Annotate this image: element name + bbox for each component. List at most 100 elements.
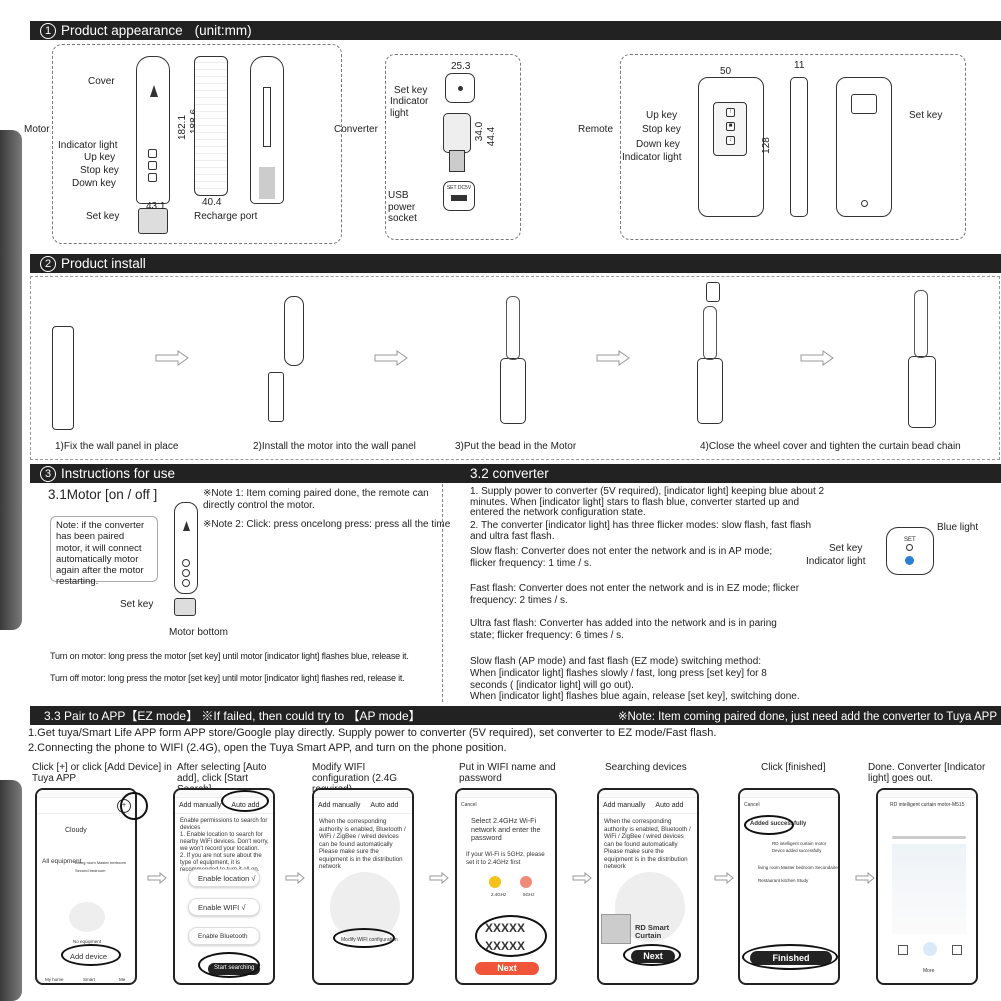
- open-icon[interactable]: [952, 945, 962, 955]
- step-caption-4: Put in WIFI name and password: [459, 762, 556, 784]
- up-key-label: Up key: [84, 152, 116, 163]
- conv-illus-set-key: Set key: [829, 543, 863, 554]
- curtain-slider-track[interactable]: [892, 836, 966, 839]
- motor-bottom-illustration: [174, 598, 196, 616]
- motor-install-illustration-bottom: [268, 372, 284, 422]
- step-caption-6: Click [finished]: [761, 762, 826, 773]
- motor-use-set-key: Set key: [120, 599, 154, 610]
- usb-plug-text: SET DC5V: [446, 185, 472, 191]
- phone-step-7: RD intelligent curtain motor-M515 More: [876, 788, 978, 985]
- wall-panel-illustration: [52, 326, 74, 430]
- conv-indicator-label: Indicator light: [390, 96, 429, 119]
- bead-chain: [506, 296, 520, 360]
- tab-my-home[interactable]: My home: [45, 977, 64, 982]
- conv-illus-indicator: Indicator light: [806, 556, 866, 567]
- enable-bluetooth[interactable]: Enable Bluetooth: [188, 927, 260, 945]
- remote-indicator-label: Indicator light: [622, 152, 682, 163]
- remote-appearance-box: [620, 54, 966, 240]
- auto-add-tab[interactable]: Auto add: [655, 802, 684, 809]
- final-motor-illustration: [908, 356, 936, 428]
- device-name: RD intelligent curtain motor: [772, 841, 827, 846]
- permissions-text: Enable permissions to search for devices…: [180, 818, 269, 873]
- motor-front: [136, 56, 170, 204]
- converter-top-view: [445, 73, 475, 103]
- cancel-link[interactable]: Cancel: [744, 802, 760, 808]
- section-title: Product install: [61, 256, 146, 271]
- cover-label: Cover: [88, 76, 115, 87]
- label-2-4ghz: 2.4GHz: [491, 892, 507, 897]
- converter-led-illustration: SET: [886, 527, 934, 575]
- remote-dim-50: 50: [720, 66, 732, 77]
- section33-header: 3.3 Pair to APP【EZ mode】 ※If failed, the…: [30, 706, 1001, 725]
- step-arrow-3: [429, 872, 449, 884]
- conv-dim-34: 34.0: [474, 121, 486, 142]
- highlight-modify-wifi: [333, 928, 395, 948]
- emoji-bad: [520, 876, 532, 888]
- enable-location[interactable]: Enable location √: [188, 869, 260, 887]
- next-button[interactable]: Next: [475, 962, 539, 975]
- more-link[interactable]: More: [923, 968, 935, 974]
- enable-wifi[interactable]: Enable WIFI √: [188, 898, 260, 916]
- section33-note: ※Note: Item coming paired done, just nee…: [617, 710, 997, 723]
- curtain-visual: [892, 844, 966, 934]
- note-2-long: long press: press all the time: [323, 519, 451, 530]
- tab-smart[interactable]: Smart: [83, 977, 96, 982]
- conv-p6a: Slow flash (AP mode) and fast flash (EZ …: [470, 656, 762, 667]
- section2-header: 2 Product install: [30, 254, 1001, 273]
- motor-use-illustration: [174, 502, 198, 594]
- add-manually-tab[interactable]: Add manually: [179, 802, 222, 809]
- remote-set-key-label: Set key: [909, 110, 943, 121]
- note-box: Note: if the converter has been paired m…: [50, 516, 158, 587]
- select-wifi-title: Select 2.4GHz Wi-Fi network and enter th…: [471, 816, 541, 842]
- note-2-click: ※Note 2: Click: press once: [203, 519, 323, 530]
- auto-add-tab[interactable]: Auto add: [370, 802, 399, 809]
- motor-side-label: Motor: [24, 124, 50, 135]
- step-caption-7: Done. Converter [Indicator light] goes o…: [868, 762, 986, 784]
- close-wheel-illustration: [697, 358, 723, 424]
- install-step-1: 1)Fix the wall panel in place: [55, 441, 179, 452]
- section-number: 1: [40, 22, 56, 39]
- install-arrow-3: [596, 350, 630, 366]
- motor-install-illustration-top: [284, 296, 304, 366]
- add-manually-tab[interactable]: Add manually: [603, 802, 646, 809]
- device-thumbnail: [601, 914, 631, 944]
- add-manually-tab[interactable]: Add manually: [318, 802, 361, 809]
- remote-back: [836, 77, 892, 217]
- motor-appearance-box: [52, 44, 342, 244]
- emoji-good: [489, 876, 501, 888]
- dim-182-1: 182.1: [177, 114, 189, 141]
- step-arrow-1: [147, 872, 167, 884]
- cloudy-label: Cloudy: [65, 827, 87, 834]
- step-caption-5: Searching devices: [605, 762, 687, 773]
- step-arrow-5: [714, 872, 734, 884]
- highlight-start-search: [198, 952, 260, 978]
- close-icon[interactable]: [898, 945, 908, 955]
- conv-dim-25: 25.3: [451, 61, 471, 72]
- cancel-link[interactable]: Cancel: [461, 802, 477, 808]
- converter-small-illustration: [706, 282, 720, 302]
- highlight-added: [744, 815, 794, 835]
- converter-appearance-box: [385, 54, 521, 240]
- motor-bottom-plug: [138, 208, 168, 234]
- tab-me[interactable]: Me: [119, 977, 126, 982]
- section-title-2: 3.2 converter: [470, 466, 549, 481]
- phone-step-4: Cancel Select 2.4GHz Wi-Fi network and e…: [455, 788, 557, 985]
- recharge-port-label: Recharge port: [194, 211, 258, 222]
- step-caption-1: Click [+] or click [Add Device] in Tuya …: [32, 762, 172, 784]
- conv-p5: Ultra fast flash: Converter has added in…: [470, 618, 777, 641]
- section3-header: 3 Instructions for use 3.2 converter: [30, 464, 1001, 483]
- pause-icon[interactable]: [923, 942, 937, 956]
- rooms-label: Living room Master bedroom Second bedroo…: [75, 860, 126, 873]
- highlight-wifi-fields: [475, 915, 547, 957]
- label-5ghz: 5GHz: [523, 892, 535, 897]
- install-arrow-1: [155, 350, 189, 366]
- conv-p6c: When [indicator light] flashes blue agai…: [470, 691, 800, 702]
- dim-40-4: 40.4: [202, 197, 222, 208]
- remote-side: [790, 77, 808, 217]
- install-arrow-4: [800, 350, 834, 366]
- install-step-4: 4)Close the wheel cover and tighten the …: [700, 441, 961, 452]
- section-title: Product appearance: [61, 23, 183, 38]
- side-tab-lower: [0, 780, 22, 1001]
